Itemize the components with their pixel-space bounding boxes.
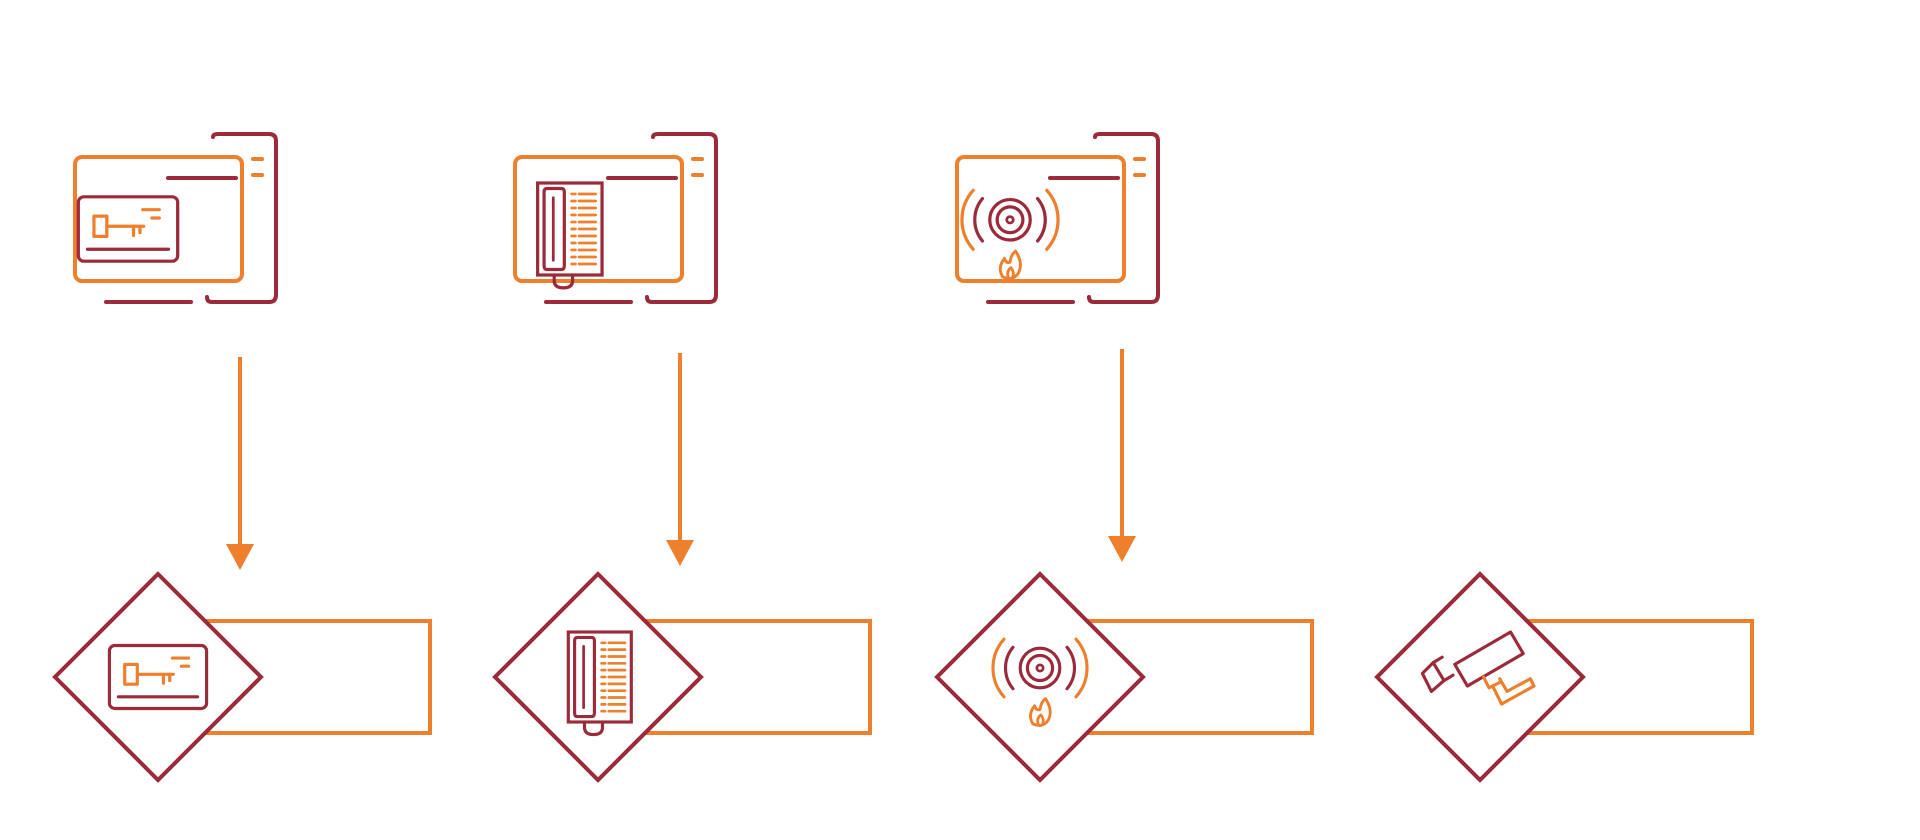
cctv-camera-icon xyxy=(1420,630,1536,706)
system-node xyxy=(52,571,432,783)
flow-arrow xyxy=(1108,349,1136,562)
fire-alarm-icon xyxy=(960,188,1060,281)
computer-workstation xyxy=(513,132,718,304)
access-control-card-icon xyxy=(107,643,209,711)
system-column-1 xyxy=(52,132,432,783)
intercom-icon xyxy=(566,630,633,737)
system-column-2 xyxy=(492,132,872,783)
system-column-3 xyxy=(934,132,1314,783)
system-node xyxy=(492,571,872,783)
system-node xyxy=(934,571,1314,783)
intercom-icon xyxy=(536,181,604,290)
access-control-card-icon xyxy=(76,195,180,263)
fire-alarm-icon xyxy=(991,637,1089,728)
flow-arrow xyxy=(666,353,694,566)
computer-workstation xyxy=(73,132,278,304)
computer-workstation xyxy=(955,132,1160,304)
system-column-4 xyxy=(1374,571,1754,783)
system-node xyxy=(1374,571,1754,783)
flow-arrow xyxy=(226,357,254,570)
